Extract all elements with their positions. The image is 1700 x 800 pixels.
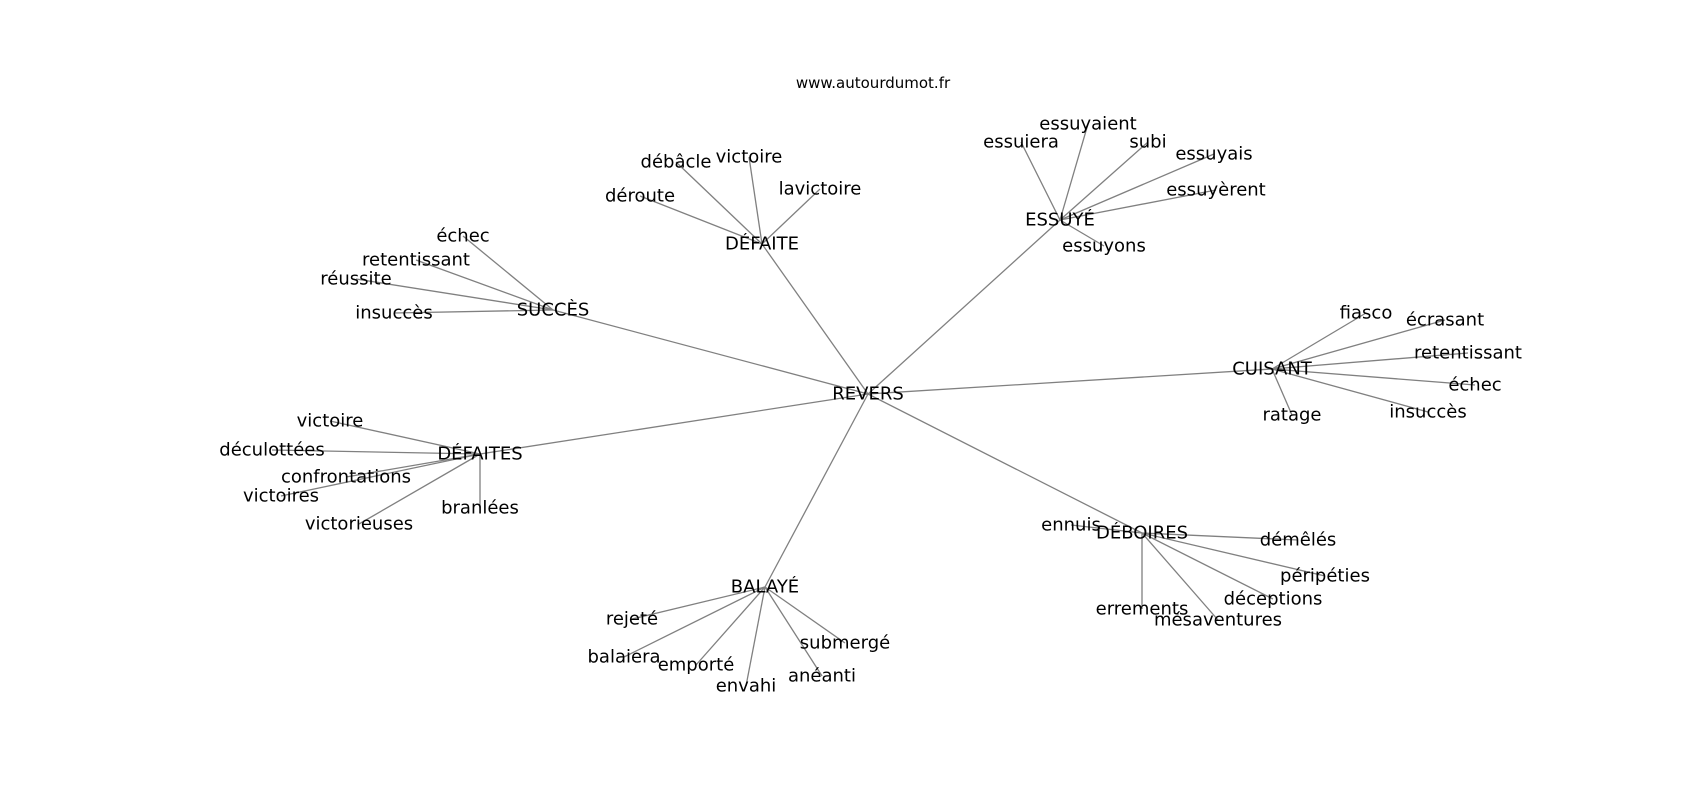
group-node-label: DÉBOIRES bbox=[1096, 522, 1188, 544]
word-node-label: insuccès bbox=[1389, 402, 1466, 423]
edge-center-4 bbox=[479, 393, 869, 455]
word-node-label: essuyons bbox=[1062, 236, 1146, 257]
edge-4-1 bbox=[271, 449, 481, 455]
edge-2-3 bbox=[393, 309, 554, 314]
edge-center-2 bbox=[552, 309, 869, 395]
word-node-label: emporté bbox=[658, 655, 735, 676]
word-node-label: déceptions bbox=[1224, 589, 1323, 610]
edge-2-0 bbox=[462, 235, 554, 311]
word-node-label: victorieuses bbox=[305, 514, 413, 535]
word-node-label: victoires bbox=[243, 486, 319, 507]
graph-edges bbox=[271, 123, 1476, 687]
word-node-label: essuiera bbox=[983, 132, 1059, 153]
word-node-label: retentissant bbox=[362, 250, 470, 271]
edge-0-2 bbox=[761, 188, 821, 245]
word-node-label: déroute bbox=[605, 186, 675, 207]
word-node-label: rejeté bbox=[606, 609, 658, 630]
word-node-label: balaiera bbox=[588, 647, 661, 668]
word-node-label: errements bbox=[1096, 599, 1189, 620]
word-node-label: déculottées bbox=[219, 440, 324, 461]
word-node-label: essuyais bbox=[1175, 144, 1252, 165]
edge-6-4 bbox=[764, 586, 823, 677]
group-node-label: SUCCÈS bbox=[517, 299, 590, 321]
group-node-label: ESSUYÉ bbox=[1025, 209, 1095, 231]
edge-center-6 bbox=[764, 393, 869, 588]
word-node-label: submergé bbox=[800, 633, 890, 654]
word-node-label: essuyaient bbox=[1039, 114, 1136, 135]
edge-2-1 bbox=[415, 259, 554, 311]
edge-4-3 bbox=[280, 453, 481, 497]
word-node-label: démêlés bbox=[1260, 530, 1337, 551]
word-node-label: péripéties bbox=[1280, 566, 1370, 587]
word-node-label: mésaventures bbox=[1154, 610, 1282, 631]
edge-6-1 bbox=[623, 586, 766, 658]
edge-1-0 bbox=[1059, 123, 1089, 221]
word-node-label: confrontations bbox=[281, 467, 411, 488]
edge-6-5 bbox=[764, 586, 846, 644]
edge-5-3 bbox=[1141, 532, 1274, 600]
word-node-label: envahi bbox=[716, 676, 777, 697]
edge-0-3 bbox=[639, 195, 763, 245]
edge-3-2 bbox=[1271, 352, 1469, 370]
edge-center-0 bbox=[761, 243, 869, 395]
edge-1-5 bbox=[1059, 219, 1105, 247]
word-node-label: ennuis bbox=[1041, 515, 1101, 536]
word-node-label: victoire bbox=[297, 411, 364, 432]
watermark: www.autourdumot.fr bbox=[796, 74, 951, 92]
word-node-label: ratage bbox=[1262, 405, 1321, 426]
word-node-label: retentissant bbox=[1414, 343, 1522, 364]
edge-4-0 bbox=[329, 420, 481, 455]
word-node-label: essuyèrent bbox=[1166, 180, 1266, 201]
edge-1-1 bbox=[1020, 141, 1061, 221]
word-node-label: débâcle bbox=[641, 152, 712, 173]
group-node-label: DÉFAITES bbox=[437, 443, 522, 465]
edge-3-1 bbox=[1271, 319, 1446, 370]
edge-0-1 bbox=[748, 156, 763, 245]
edge-center-5 bbox=[867, 393, 1143, 534]
edge-3-3 bbox=[1271, 368, 1476, 386]
edge-6-0 bbox=[631, 586, 766, 620]
edge-6-3 bbox=[745, 586, 766, 687]
edge-2-2 bbox=[355, 278, 554, 311]
group-node-label: BALAYÉ bbox=[731, 576, 799, 598]
edge-4-2 bbox=[345, 453, 481, 478]
word-node-label: victoire bbox=[716, 147, 783, 168]
word-node-label: échec bbox=[436, 226, 489, 247]
word-node-label: lavictoire bbox=[779, 179, 862, 200]
word-node-label: fiasco bbox=[1340, 303, 1393, 324]
edge-1-2 bbox=[1059, 141, 1149, 221]
edge-center-3 bbox=[867, 368, 1273, 395]
edge-1-4 bbox=[1059, 189, 1217, 221]
edge-3-5 bbox=[1271, 368, 1293, 416]
edge-5-0 bbox=[1070, 524, 1143, 534]
group-node-label: DÉFAITE bbox=[725, 233, 799, 255]
edge-5-1 bbox=[1141, 532, 1299, 541]
edge-3-0 bbox=[1271, 312, 1367, 370]
edge-4-5 bbox=[358, 453, 481, 525]
word-node-label: échec bbox=[1448, 375, 1501, 396]
center-node-label: REVERS bbox=[832, 384, 904, 405]
word-node-label: insuccès bbox=[355, 303, 432, 324]
edge-5-5 bbox=[1141, 532, 1219, 621]
word-node-label: anéanti bbox=[788, 666, 856, 687]
word-node-label: subi bbox=[1129, 132, 1166, 153]
group-node-label: CUISANT bbox=[1232, 359, 1313, 380]
edge-3-4 bbox=[1271, 368, 1429, 413]
word-node-label: écrasant bbox=[1406, 310, 1484, 331]
edge-6-2 bbox=[695, 586, 766, 666]
edge-0-0 bbox=[675, 161, 763, 245]
edge-1-3 bbox=[1059, 153, 1215, 221]
edge-center-1 bbox=[867, 219, 1061, 395]
edge-5-2 bbox=[1141, 532, 1326, 577]
word-node-label: branlées bbox=[441, 498, 519, 519]
word-node-label: réussite bbox=[320, 269, 391, 290]
